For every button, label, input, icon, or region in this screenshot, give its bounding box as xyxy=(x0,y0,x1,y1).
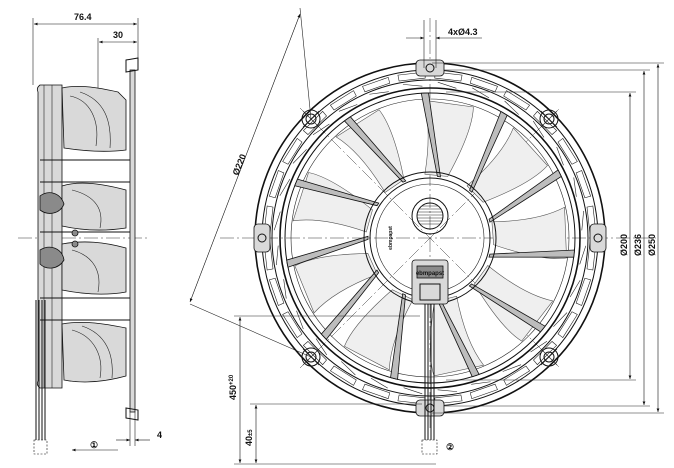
frame-rib xyxy=(276,245,279,266)
dim-dia-236: Ø236 xyxy=(633,234,643,256)
support-strut xyxy=(343,116,407,183)
mounting-boss-left xyxy=(253,223,271,253)
callout-view-1: ① xyxy=(90,440,98,450)
dim-cable-length: 450+20 xyxy=(228,374,238,400)
frame-rib xyxy=(553,312,568,327)
frame-rib xyxy=(437,81,457,89)
support-strut xyxy=(320,269,380,340)
support-struts xyxy=(286,92,575,380)
frame-window xyxy=(503,90,530,111)
motor-housing-side xyxy=(36,84,130,389)
impeller-blade xyxy=(466,127,548,203)
mounting-boss-bottom xyxy=(415,399,445,417)
frame-rib xyxy=(437,389,458,392)
connector-logo: ebmpapst xyxy=(416,271,444,277)
support-strut xyxy=(488,169,562,223)
frame-window xyxy=(362,383,391,400)
impeller-blade xyxy=(294,253,378,314)
frame-rib xyxy=(532,120,545,138)
frame-window xyxy=(469,383,498,400)
frame-rib xyxy=(369,91,389,95)
dim-dia-200: Ø200 xyxy=(619,234,629,256)
frame-rib xyxy=(472,87,490,99)
frame-window xyxy=(330,90,357,111)
front-view: ebmpapst ebmpapst 4xØ4.3 Ø220 Ø200 xyxy=(189,7,664,465)
support-strut xyxy=(469,110,508,193)
support-strut xyxy=(488,249,575,258)
frame-rib xyxy=(573,177,577,197)
frame-window xyxy=(557,311,578,338)
dim-line-bolt-circle xyxy=(189,13,301,303)
dim-hole-pattern: 4xØ4.3 xyxy=(448,27,478,37)
dim-overall-depth: 76.4 xyxy=(74,12,92,22)
frame-rib xyxy=(315,338,328,356)
frame-window xyxy=(282,311,303,338)
support-strut xyxy=(468,283,546,333)
frame-rib xyxy=(556,146,564,166)
frame-rib xyxy=(370,377,388,389)
frame-window xyxy=(330,365,357,386)
dim-strip-length: 40±5 xyxy=(244,429,254,446)
support-strut xyxy=(420,92,441,178)
impeller-blades-side xyxy=(39,85,127,383)
frame-rib xyxy=(338,104,358,112)
side-view: 76.4 30 4 ① xyxy=(18,12,162,455)
mounting-boss-right xyxy=(589,223,607,253)
frame-rib xyxy=(312,123,330,136)
mounting-hole-bottom-right xyxy=(539,347,559,367)
frame-rib xyxy=(569,280,581,298)
frame-window xyxy=(575,170,592,199)
frame-rib xyxy=(296,310,304,330)
mounting-flange xyxy=(129,69,136,413)
dim-flange-thickness: 4 xyxy=(157,430,162,440)
frame-rib xyxy=(273,211,281,231)
frame-rib xyxy=(504,100,519,115)
mounting-hole-top-right xyxy=(539,109,559,129)
frame-rib xyxy=(403,387,423,395)
mounting-boss-top xyxy=(415,59,445,77)
dim-ring-depth: 30 xyxy=(113,30,123,40)
frame-rib xyxy=(502,364,522,372)
frame-rib xyxy=(402,84,423,87)
frame-rib xyxy=(581,210,584,231)
frame-window xyxy=(557,138,578,165)
dim-bolt-circle: Ø220 xyxy=(231,153,249,177)
frame-rib xyxy=(530,340,548,353)
cable-side xyxy=(33,300,48,455)
motor-hub: ebmpapst ebmpapst xyxy=(363,171,497,305)
hub-logo: ebmpapst xyxy=(388,226,394,250)
frame-rib xyxy=(471,381,491,385)
frame-window xyxy=(575,277,592,306)
support-strut xyxy=(390,293,406,380)
frame-rib xyxy=(341,361,356,376)
frame-window xyxy=(362,76,391,93)
frame-rib xyxy=(579,245,587,265)
impeller-blade xyxy=(491,206,567,259)
dim-dia-250: Ø250 xyxy=(647,234,657,256)
cable-front xyxy=(421,304,438,455)
callout-view-2: ② xyxy=(446,442,454,452)
